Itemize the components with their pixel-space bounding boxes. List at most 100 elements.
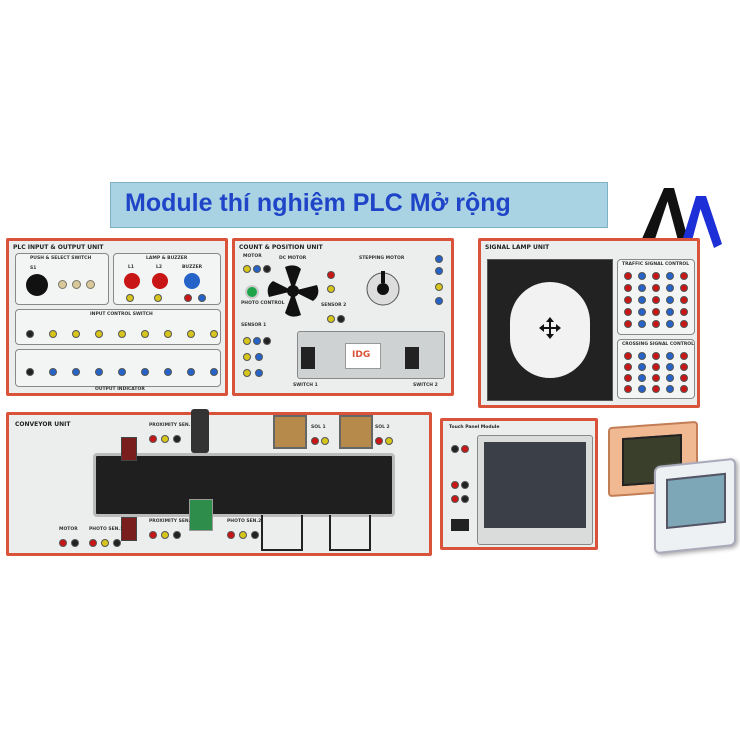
terminal-jack[interactable]: [72, 368, 80, 376]
terminal-jack[interactable]: [141, 330, 149, 338]
terminal-jack[interactable]: [680, 352, 688, 360]
terminal-jack[interactable]: [251, 531, 259, 539]
terminal-jack[interactable]: [638, 374, 646, 382]
terminal-jack[interactable]: [311, 437, 319, 445]
terminal-jack[interactable]: [451, 495, 459, 503]
terminal-jack[interactable]: [26, 368, 34, 376]
terminal-jack[interactable]: [149, 531, 157, 539]
terminal-jack[interactable]: [624, 284, 632, 292]
terminal-jack[interactable]: [72, 330, 80, 338]
terminal-jack[interactable]: [59, 539, 67, 547]
terminal-jack[interactable]: [239, 531, 247, 539]
s1-knob[interactable]: [26, 274, 48, 296]
terminal-jack[interactable]: [680, 308, 688, 316]
terminal-jack[interactable]: [327, 315, 335, 323]
terminal-jack[interactable]: [263, 337, 271, 345]
terminal-jack[interactable]: [666, 308, 674, 316]
terminal-jack[interactable]: [337, 315, 345, 323]
terminal-jack[interactable]: [263, 265, 271, 273]
terminal-jack[interactable]: [49, 368, 57, 376]
terminal-jack[interactable]: [638, 284, 646, 292]
terminal-jack[interactable]: [95, 368, 103, 376]
terminal-jack[interactable]: [141, 368, 149, 376]
push-button-3[interactable]: [86, 280, 95, 289]
terminal-jack[interactable]: [638, 296, 646, 304]
terminal-jack[interactable]: [666, 352, 674, 360]
terminal-jack[interactable]: [666, 320, 674, 328]
idg-carriage[interactable]: IDG: [345, 343, 381, 369]
terminal-jack[interactable]: [666, 374, 674, 382]
terminal-jack[interactable]: [680, 272, 688, 280]
terminal-jack[interactable]: [652, 296, 660, 304]
hmi-screen[interactable]: [484, 442, 586, 528]
terminal-jack[interactable]: [210, 368, 218, 376]
terminal-jack[interactable]: [227, 531, 235, 539]
terminal-jack[interactable]: [461, 481, 469, 489]
terminal-jack[interactable]: [680, 374, 688, 382]
terminal-jack[interactable]: [26, 330, 34, 338]
terminal-jack[interactable]: [652, 272, 660, 280]
terminal-jack[interactable]: [255, 369, 263, 377]
terminal-jack[interactable]: [680, 363, 688, 371]
terminal-jack[interactable]: [164, 330, 172, 338]
terminal-jack[interactable]: [680, 320, 688, 328]
terminal-jack[interactable]: [253, 265, 261, 273]
terminal-jack[interactable]: [624, 374, 632, 382]
push-button-1[interactable]: [58, 280, 67, 289]
terminal-jack[interactable]: [638, 363, 646, 371]
terminal-jack[interactable]: [624, 385, 632, 393]
terminal-jack[interactable]: [243, 265, 251, 273]
terminal-jack[interactable]: [49, 330, 57, 338]
terminal-jack[interactable]: [624, 363, 632, 371]
terminal-jack[interactable]: [95, 330, 103, 338]
terminal-jack[interactable]: [461, 445, 469, 453]
terminal-jack[interactable]: [624, 320, 632, 328]
terminal-jack[interactable]: [652, 352, 660, 360]
terminal-jack[interactable]: [638, 352, 646, 360]
terminal-jack[interactable]: [435, 297, 443, 305]
terminal-jack[interactable]: [243, 337, 251, 345]
terminal-jack[interactable]: [638, 308, 646, 316]
terminal-jack[interactable]: [652, 363, 660, 371]
terminal-jack[interactable]: [161, 435, 169, 443]
terminal-jack[interactable]: [435, 255, 443, 263]
terminal-jack[interactable]: [666, 284, 674, 292]
terminal-jack[interactable]: [666, 296, 674, 304]
terminal-jack[interactable]: [680, 385, 688, 393]
terminal-jack[interactable]: [173, 435, 181, 443]
terminal-jack[interactable]: [638, 385, 646, 393]
terminal-jack[interactable]: [624, 352, 632, 360]
terminal-jack[interactable]: [173, 531, 181, 539]
terminal-jack[interactable]: [89, 539, 97, 547]
terminal-jack[interactable]: [451, 481, 459, 489]
terminal-jack[interactable]: [113, 539, 121, 547]
terminal-jack[interactable]: [624, 308, 632, 316]
terminal-jack[interactable]: [187, 330, 195, 338]
terminal-jack[interactable]: [253, 337, 261, 345]
terminal-jack[interactable]: [680, 284, 688, 292]
terminal-jack[interactable]: [149, 435, 157, 443]
terminal-jack[interactable]: [461, 495, 469, 503]
terminal-jack[interactable]: [666, 363, 674, 371]
terminal-jack[interactable]: [666, 385, 674, 393]
terminal-jack[interactable]: [666, 272, 674, 280]
terminal-jack[interactable]: [652, 320, 660, 328]
terminal-jack[interactable]: [638, 272, 646, 280]
terminal-jack[interactable]: [652, 385, 660, 393]
terminal-jack[interactable]: [255, 353, 263, 361]
terminal-jack[interactable]: [71, 539, 79, 547]
terminal-jack[interactable]: [118, 368, 126, 376]
terminal-jack[interactable]: [680, 296, 688, 304]
terminal-jack[interactable]: [101, 539, 109, 547]
terminal-jack[interactable]: [210, 330, 218, 338]
terminal-jack[interactable]: [187, 368, 195, 376]
terminal-jack[interactable]: [327, 285, 335, 293]
terminal-jack[interactable]: [164, 368, 172, 376]
terminal-jack[interactable]: [638, 320, 646, 328]
terminal-jack[interactable]: [161, 531, 169, 539]
terminal-jack[interactable]: [118, 330, 126, 338]
terminal-jack[interactable]: [243, 353, 251, 361]
terminal-jack[interactable]: [652, 284, 660, 292]
terminal-jack[interactable]: [652, 308, 660, 316]
terminal-jack[interactable]: [375, 437, 383, 445]
